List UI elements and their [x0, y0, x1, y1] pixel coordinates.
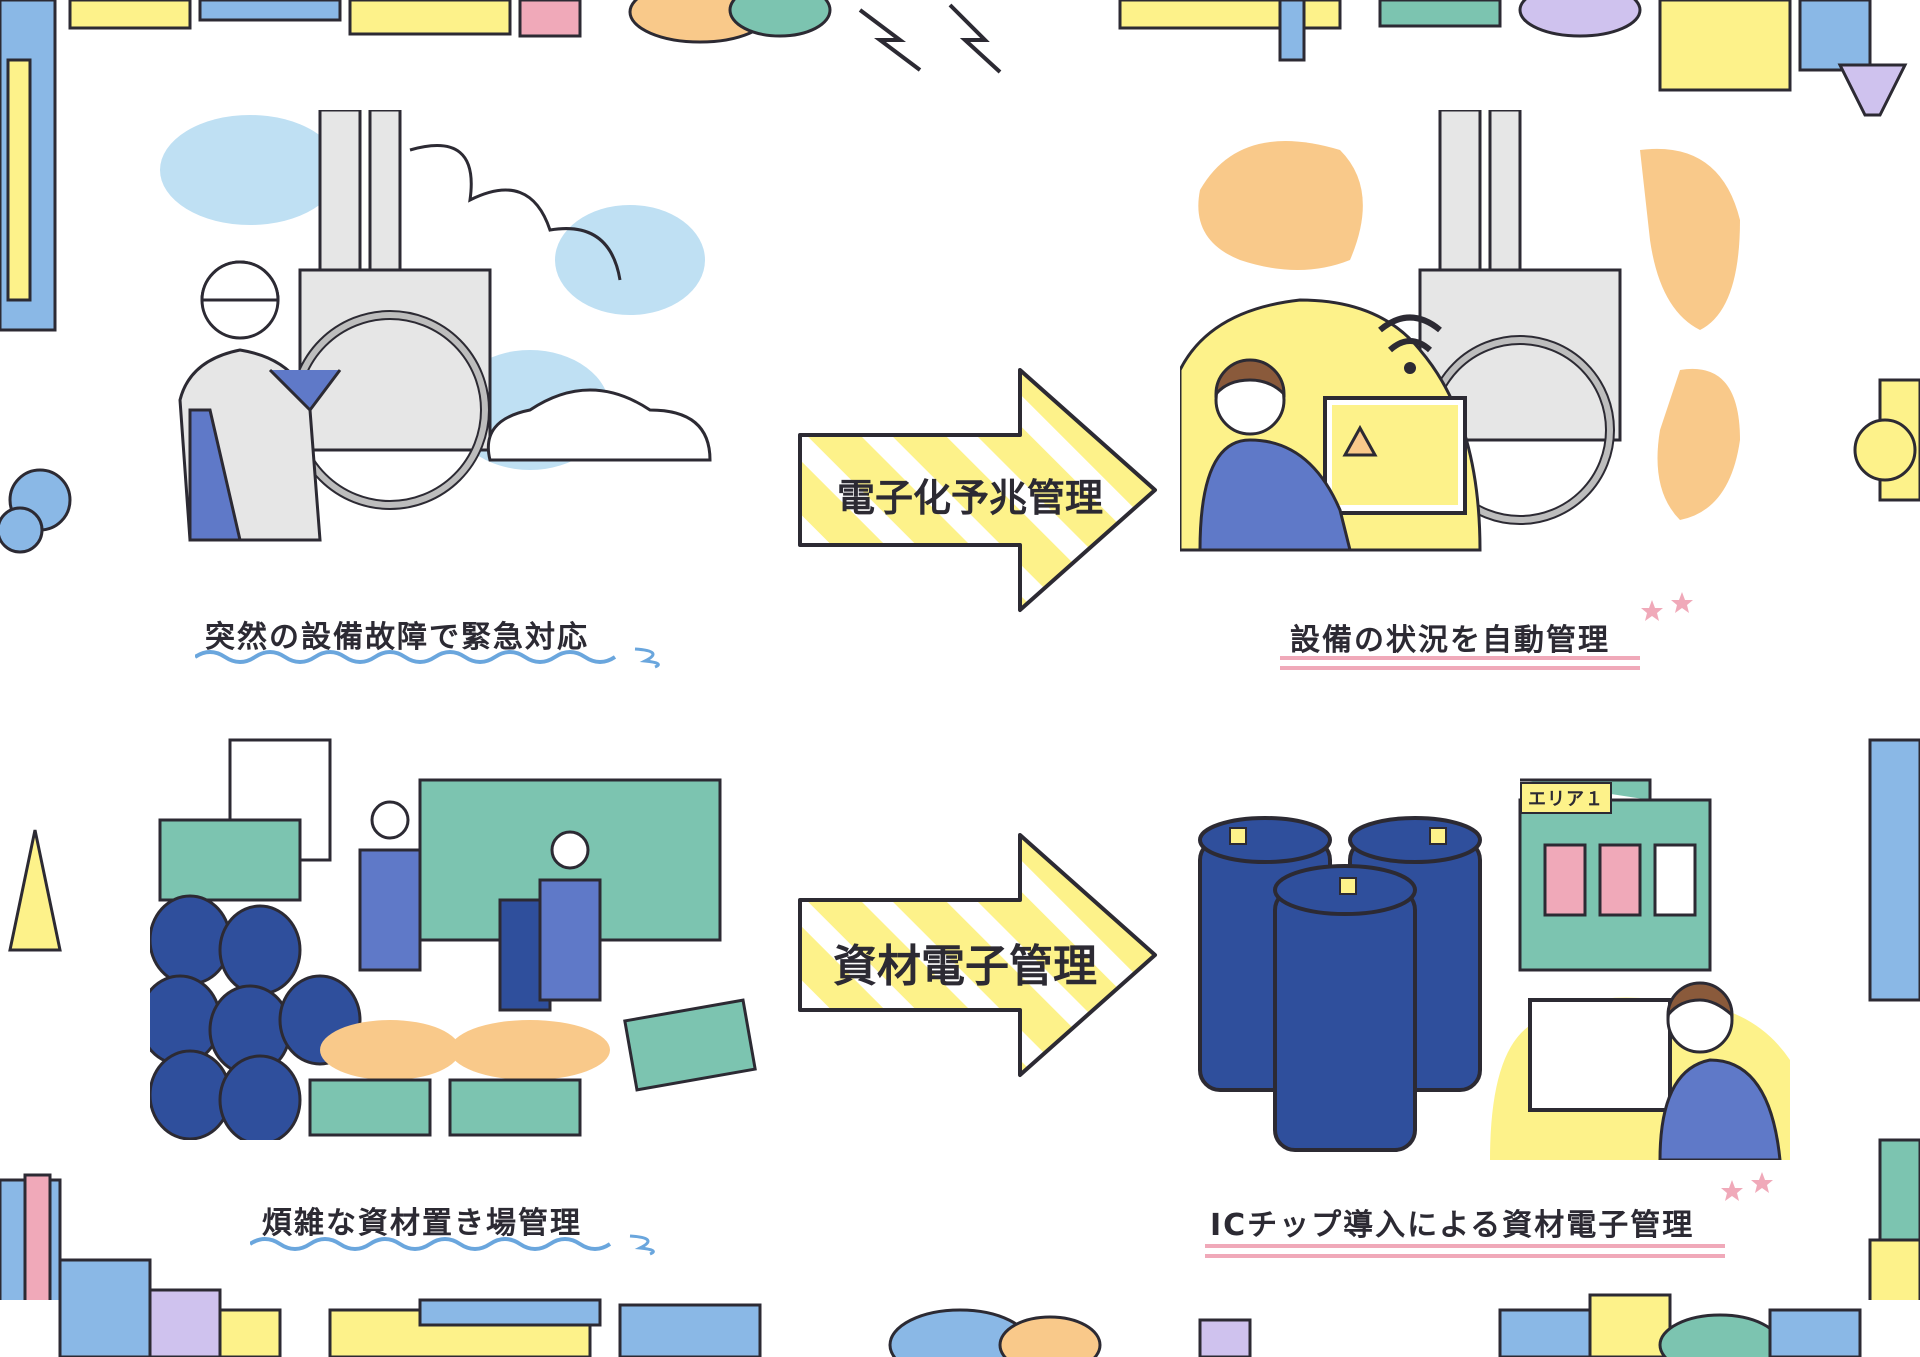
caption-storage: 煩雑な資材置き場管理 [262, 1206, 582, 1241]
ic-chip-scene [1198, 778, 1790, 1160]
pink-double-underline-2 [1205, 1244, 1725, 1258]
emergency-scene [160, 110, 712, 542]
top-arrow [798, 368, 1157, 612]
pink-stars-icon [1641, 592, 1693, 621]
storage-scene [150, 738, 757, 1140]
blue-squiggle-underline-2 [250, 1234, 655, 1256]
bottom-arrow [798, 833, 1157, 1077]
pink-stars-icon-2 [1721, 1172, 1773, 1201]
monitoring-scene [1180, 110, 1740, 552]
caption-ic-chip: ICチップ導入による資材電子管理 [1210, 1208, 1695, 1243]
bottom-arrow-label: 資材電子管理 [833, 941, 1097, 992]
area-sign: エリア１ [1520, 782, 1612, 814]
top-arrow-label: 電子化予兆管理 [836, 476, 1103, 520]
caption-auto-management: 設備の状況を自動管理 [1290, 623, 1610, 658]
caption-emergency: 突然の設備故障で緊急対応 [205, 620, 589, 655]
pink-double-underline [1280, 656, 1640, 670]
blue-squiggle-underline [195, 647, 660, 669]
